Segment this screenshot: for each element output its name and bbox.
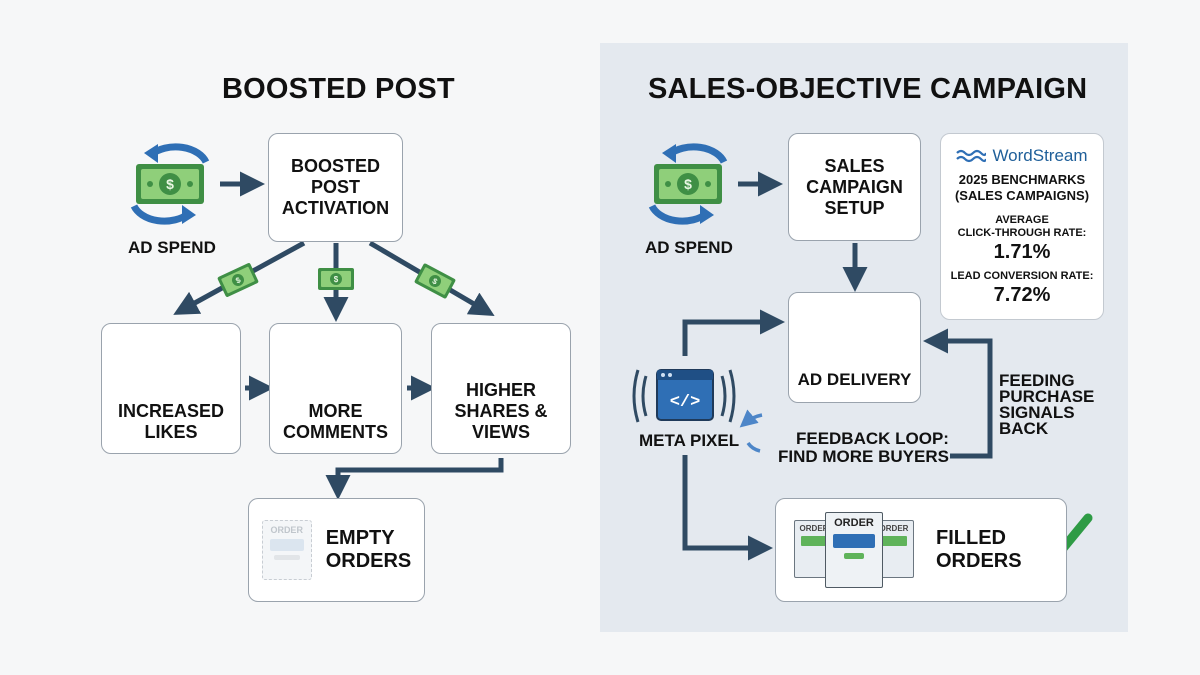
feedback-loop-label: FEEDBACK LOOP: FIND MORE BUYERS	[778, 430, 949, 466]
benchmark-subtitle: (SALES CAMPAIGNS)	[954, 188, 1090, 203]
meta-pixel-label: META PIXEL	[639, 431, 740, 450]
order-tag: ORDER	[879, 524, 909, 533]
feeding-line: FEEDING	[999, 371, 1075, 390]
feeding-line: BACK	[999, 419, 1049, 438]
order-tag: ORDER	[270, 525, 303, 535]
money-cycle-icon	[652, 144, 724, 224]
feeding-line: SIGNALS	[999, 403, 1075, 422]
empty-orders-line: EMPTY	[325, 527, 395, 549]
empty-orders-line: ORDERS	[325, 550, 412, 572]
order-tag: ORDER	[799, 524, 829, 533]
wordstream-logo: WordStream	[956, 146, 1088, 166]
ad-spend-label: AD SPEND	[128, 238, 216, 257]
money-cycle-icon	[134, 144, 206, 224]
comments-line: MORE	[308, 401, 363, 421]
ad-spend-label: AD SPEND	[645, 238, 733, 257]
setup-line: SALES	[824, 155, 885, 176]
ad-delivery-box: AD DELIVERY	[788, 292, 921, 403]
money-icon	[413, 262, 457, 300]
feeding-line: PURCHASE	[999, 387, 1095, 406]
meta-pixel-icon: </>	[632, 369, 736, 423]
benchmark-card: WordStream 2025 BENCHMARKS (SALES CAMPAI…	[940, 133, 1104, 320]
comments-line: COMMENTS	[283, 422, 388, 442]
filled-orders-line: FILLED	[936, 527, 1006, 549]
ctr-value: 1.71%	[993, 241, 1051, 263]
setup-line: SETUP	[824, 197, 885, 218]
brand-name: WordStream	[992, 146, 1088, 165]
sales-campaign-setup-box: SALES CAMPAIGN SETUP	[788, 133, 921, 241]
wave-icon	[956, 149, 987, 163]
boosted-post-title: BOOSTED POST	[222, 73, 455, 105]
svg-text:</>: </>	[670, 393, 701, 412]
feedback-line: FEEDBACK LOOP:	[795, 429, 949, 448]
activation-line: BOOSTED	[290, 156, 380, 176]
ctr-label: CLICK-THROUGH RATE:	[957, 227, 1087, 239]
order-tickets-icon: ORDER ORDER ORDER	[794, 512, 914, 588]
more-comments-box: MORE COMMENTS	[269, 323, 402, 454]
likes-line: INCREASED	[117, 401, 224, 421]
shares-line: HIGHER	[465, 380, 536, 400]
lcr-label: LEAD CONVERSION RATE:	[950, 270, 1094, 282]
benchmark-title: 2025 BENCHMARKS	[958, 172, 1086, 187]
shares-line: SHARES & VIEWS	[454, 401, 548, 442]
sales-campaign-title: SALES-OBJECTIVE CAMPAIGN	[648, 73, 1088, 105]
ad-delivery-label: AD DELIVERY	[797, 370, 912, 389]
filled-orders-line: ORDERS	[936, 550, 1022, 572]
order-tag: ORDER	[834, 517, 874, 529]
lcr-value: 7.72%	[993, 284, 1051, 306]
empty-order-ticket-icon: ORDER	[261, 520, 312, 580]
activation-line: ACTIVATION	[281, 198, 390, 218]
feedback-line: FIND MORE BUYERS	[778, 447, 949, 466]
ctr-label: AVERAGE	[995, 214, 1049, 226]
increased-likes-box: INCREASED LIKES	[101, 323, 241, 454]
money-icon	[318, 268, 354, 290]
empty-orders-box: ORDER EMPTY ORDERS	[248, 498, 425, 602]
setup-line: CAMPAIGN	[806, 176, 903, 197]
money-icon	[217, 262, 259, 298]
feeding-signals-label: FEEDING PURCHASE SIGNALS BACK	[999, 371, 1095, 438]
higher-shares-box: HIGHER SHARES & VIEWS	[431, 323, 571, 454]
boosted-post-activation-box: BOOSTED POST ACTIVATION	[268, 133, 403, 242]
likes-line: LIKES	[144, 422, 198, 442]
activation-line: POST	[310, 177, 360, 197]
filled-orders-box: ORDER ORDER ORDER FILLED ORDERS	[775, 498, 1067, 602]
